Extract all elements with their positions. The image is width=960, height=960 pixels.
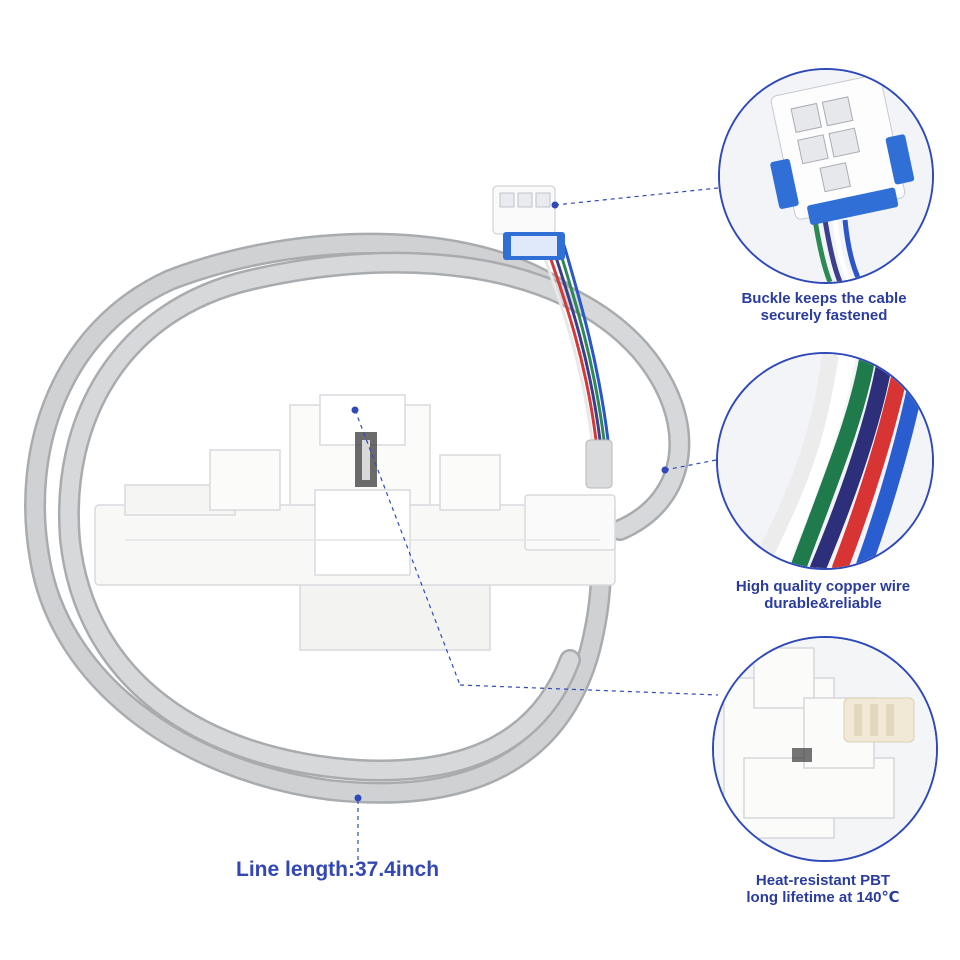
- switch-housing: [94, 394, 616, 651]
- caption-housing: Heat-resistant PBT long lifetime at 140℃: [712, 872, 934, 906]
- colored-wires: [538, 244, 610, 441]
- caption-connector: Buckle keeps the cable securely fastened: [718, 290, 930, 324]
- caption-connector-line2: securely fastened: [760, 307, 888, 324]
- detail-housing: [712, 636, 938, 862]
- detail-wires: [716, 352, 934, 570]
- callout-leaders: [354, 187, 719, 860]
- wire-sleeve: [585, 439, 613, 489]
- detail-connector: [718, 68, 934, 284]
- connector-plug: [492, 185, 565, 260]
- callout-anchors: [351, 201, 669, 802]
- caption-housing-line2: long lifetime at 140℃: [746, 889, 900, 906]
- caption-wires-line1: High quality copper wire: [735, 578, 911, 595]
- line-length-label: Line length:37.4inch: [236, 858, 440, 881]
- caption-connector-line1: Buckle keeps the cable: [741, 290, 907, 307]
- wires-closeup: [718, 354, 932, 568]
- grey-cable: [24, 232, 691, 804]
- housing-closeup: [714, 638, 936, 860]
- caption-housing-line1: Heat-resistant PBT: [755, 872, 891, 889]
- caption-wires: High quality copper wire durable&reliabl…: [716, 578, 930, 612]
- connector-closeup: [720, 70, 932, 282]
- caption-wires-line2: durable&reliable: [764, 595, 882, 612]
